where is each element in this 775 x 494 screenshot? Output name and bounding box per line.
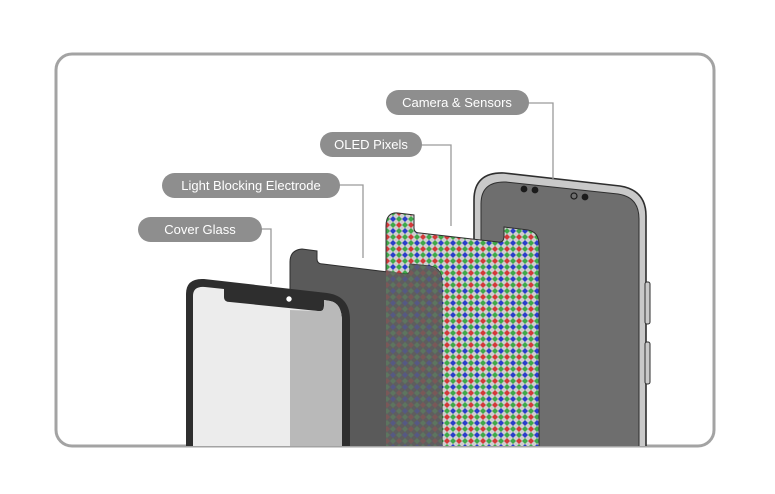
- leader-line-light-blocking-electrode: [330, 184, 364, 258]
- camera-icon: [520, 185, 528, 193]
- label-cover-glass: Cover Glass: [138, 217, 262, 242]
- side-button: [644, 341, 651, 385]
- label-camera-sensors: Camera & Sensors: [386, 90, 529, 115]
- front-camera-icon: [285, 295, 293, 303]
- label-oled-pixels: OLED Pixels: [320, 132, 422, 157]
- camera-icon: [581, 193, 589, 201]
- side-button: [644, 281, 651, 325]
- label-cover-glass-text: Cover Glass: [164, 222, 236, 237]
- camera-icon: [531, 186, 539, 194]
- leader-line-camera-sensors: [524, 102, 554, 180]
- label-camera-sensors-text: Camera & Sensors: [402, 95, 512, 110]
- sensor-icon: [570, 192, 578, 200]
- cover-glass-layer: [186, 278, 350, 446]
- leader-line-cover-glass: [260, 228, 272, 284]
- label-light-blocking-electrode-text: Light Blocking Electrode: [181, 178, 320, 193]
- label-light-blocking-electrode: Light Blocking Electrode: [162, 173, 340, 198]
- label-oled-pixels-text: OLED Pixels: [334, 137, 408, 152]
- leader-line-oled-pixels: [418, 144, 452, 226]
